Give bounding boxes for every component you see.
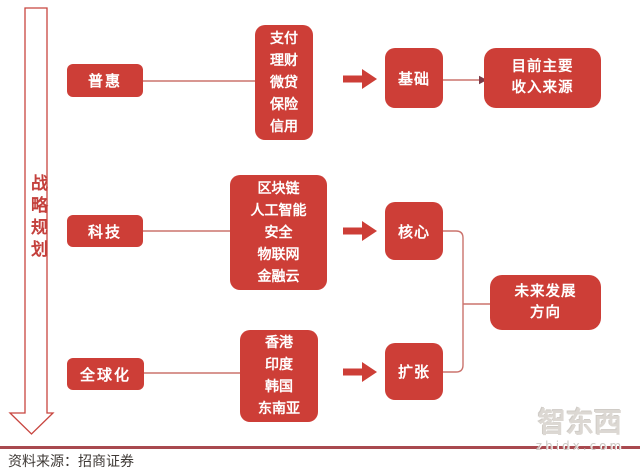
category-box-technology: 科技 — [67, 215, 143, 247]
detail-line: 香港 — [265, 335, 293, 351]
detail-line: 支付 — [270, 30, 298, 47]
detail-line: 信用 — [270, 118, 298, 135]
source-note: 资料来源：招商证券 — [8, 454, 134, 470]
detail-line: 保险 — [270, 96, 298, 113]
block-arrow-icon-row2 — [343, 221, 377, 241]
stage-box-core: 核心 — [385, 202, 443, 260]
detail-line: 微贷 — [270, 74, 298, 91]
category-label: 科技 — [87, 222, 122, 241]
stage-box-foundation: 基础 — [385, 48, 443, 108]
divider-line — [0, 446, 640, 449]
merge-bracket-line — [443, 230, 464, 373]
category-box-inclusive-finance: 普惠 — [67, 64, 143, 97]
detail-line: 韩国 — [265, 379, 293, 395]
block-arrow-icon-row3 — [343, 362, 377, 382]
details-box-technology: 区块链 人工智能 安全 物联网 金融云 — [230, 175, 327, 290]
future-direction-box: 未来发展 方向 — [490, 275, 601, 330]
future-line: 方向 — [530, 304, 561, 321]
income-source-box: 目前主要 收入来源 — [484, 48, 601, 108]
axis-label: 战略规划 — [27, 174, 47, 262]
details-box-globalization: 香港 印度 韩国 东南亚 — [240, 330, 318, 422]
detail-line: 物联网 — [257, 246, 300, 263]
stage-box-expansion: 扩张 — [385, 343, 443, 400]
detail-line: 东南亚 — [258, 401, 300, 417]
stage-label: 扩张 — [397, 363, 430, 381]
detail-line: 印度 — [265, 357, 293, 373]
block-arrow-icon-row1 — [343, 69, 377, 89]
detail-line: 理财 — [270, 52, 298, 69]
detail-line: 区块链 — [257, 180, 300, 197]
detail-line: 安全 — [264, 224, 293, 241]
details-box-inclusive-finance: 支付 理财 微贷 保险 信用 — [255, 25, 313, 140]
category-label: 普惠 — [87, 72, 122, 90]
income-line: 目前主要 — [511, 59, 574, 75]
detail-line: 金融云 — [257, 268, 300, 285]
thin-arrowhead-icon — [479, 75, 487, 85]
stage-label: 核心 — [397, 222, 430, 241]
future-line: 未来发展 — [514, 283, 577, 300]
category-label: 全球化 — [79, 365, 131, 384]
income-line: 收入来源 — [511, 80, 574, 96]
down-arrow-icon — [8, 7, 55, 435]
stage-label: 基础 — [397, 69, 430, 88]
detail-line: 人工智能 — [250, 202, 307, 219]
category-box-globalization: 全球化 — [67, 358, 144, 390]
